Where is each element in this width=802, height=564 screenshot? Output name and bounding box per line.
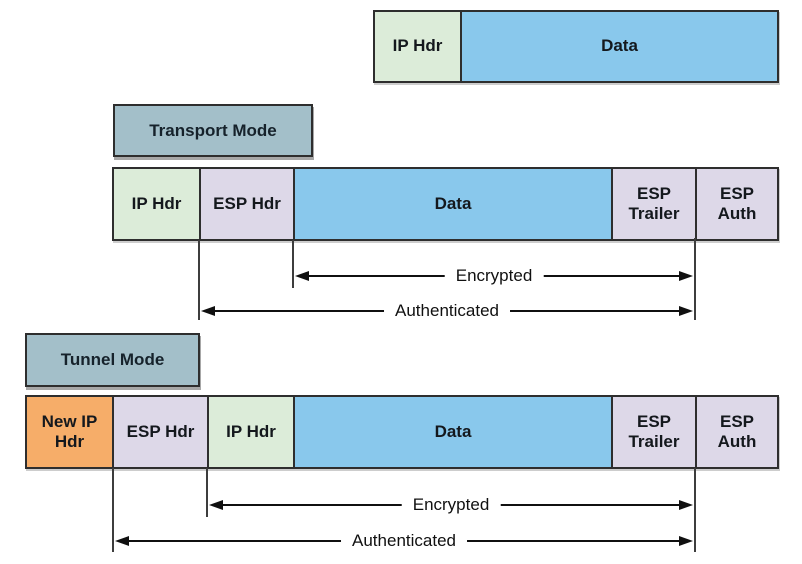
packet-field-label: New IP Hdr xyxy=(41,411,98,451)
tunnel-mode-label: Tunnel Mode xyxy=(25,333,200,387)
packet-field-label: IP Hdr xyxy=(226,421,276,441)
packet-field-esp-trailer: ESP Trailer xyxy=(613,397,697,467)
guide-line-esp-hdr-start xyxy=(198,240,200,320)
packet-field-label: ESP Trailer xyxy=(628,411,680,451)
transport-authenticated-arrow: Authenticated xyxy=(201,301,693,321)
packet-field-esp-hdr: ESP Hdr xyxy=(201,169,295,239)
guide-line-esp-hdr-start xyxy=(112,468,114,552)
arrowhead-right-icon xyxy=(679,306,693,316)
arrow-label: Encrypted xyxy=(444,266,544,286)
packet-field-ip-hdr: IP Hdr xyxy=(375,12,462,81)
arrow-label: Authenticated xyxy=(384,301,510,321)
arrow-label: Encrypted xyxy=(401,495,501,515)
packet-field-new-ip-hdr: New IP Hdr xyxy=(27,397,114,467)
mode-label-text: Transport Mode xyxy=(149,120,277,140)
original-packet-row: IP Hdr Data xyxy=(373,10,779,83)
packet-field-esp-auth: ESP Auth xyxy=(697,169,777,239)
transport-mode-label: Transport Mode xyxy=(113,104,313,157)
mode-label-text: Tunnel Mode xyxy=(60,350,165,369)
packet-field-label: ESP Hdr xyxy=(126,421,195,441)
guide-line-esp-trailer-end xyxy=(694,468,696,552)
packet-field-ip-hdr: IP Hdr xyxy=(209,397,295,467)
arrowhead-right-icon xyxy=(679,500,693,510)
guide-line-data-start xyxy=(292,240,294,288)
packet-field-data: Data xyxy=(462,12,777,81)
arrow-label: Authenticated xyxy=(341,531,467,551)
guide-line-ip-hdr-start xyxy=(206,468,208,517)
tunnel-encrypted-arrow: Encrypted xyxy=(209,495,693,515)
packet-field-label: ESP Auth xyxy=(717,183,757,223)
packet-field-label: Data xyxy=(434,193,472,213)
packet-field-label: Data xyxy=(434,421,472,441)
packet-field-ip-hdr: IP Hdr xyxy=(114,169,201,239)
packet-field-label: ESP Auth xyxy=(717,411,757,451)
transport-packet-row: IP Hdr ESP Hdr Data ESP Trailer ESP Auth xyxy=(112,167,779,241)
tunnel-authenticated-arrow: Authenticated xyxy=(115,531,693,551)
packet-field-label: IP Hdr xyxy=(392,36,443,56)
packet-field-data: Data xyxy=(295,397,613,467)
guide-line-esp-trailer-end xyxy=(694,238,696,320)
packet-field-data: Data xyxy=(295,169,613,239)
transport-encrypted-arrow: Encrypted xyxy=(295,266,693,286)
packet-field-esp-trailer: ESP Trailer xyxy=(613,169,697,239)
arrowhead-right-icon xyxy=(679,271,693,281)
packet-field-label: IP Hdr xyxy=(131,193,182,213)
tunnel-packet-row: New IP Hdr ESP Hdr IP Hdr Data ESP Trail… xyxy=(25,395,779,469)
packet-field-label: ESP Hdr xyxy=(213,193,281,213)
packet-field-label: Data xyxy=(601,36,638,56)
packet-field-esp-auth: ESP Auth xyxy=(697,397,777,467)
packet-field-label: ESP Trailer xyxy=(628,183,680,223)
arrowhead-right-icon xyxy=(679,536,693,546)
packet-field-esp-hdr: ESP Hdr xyxy=(114,397,209,467)
